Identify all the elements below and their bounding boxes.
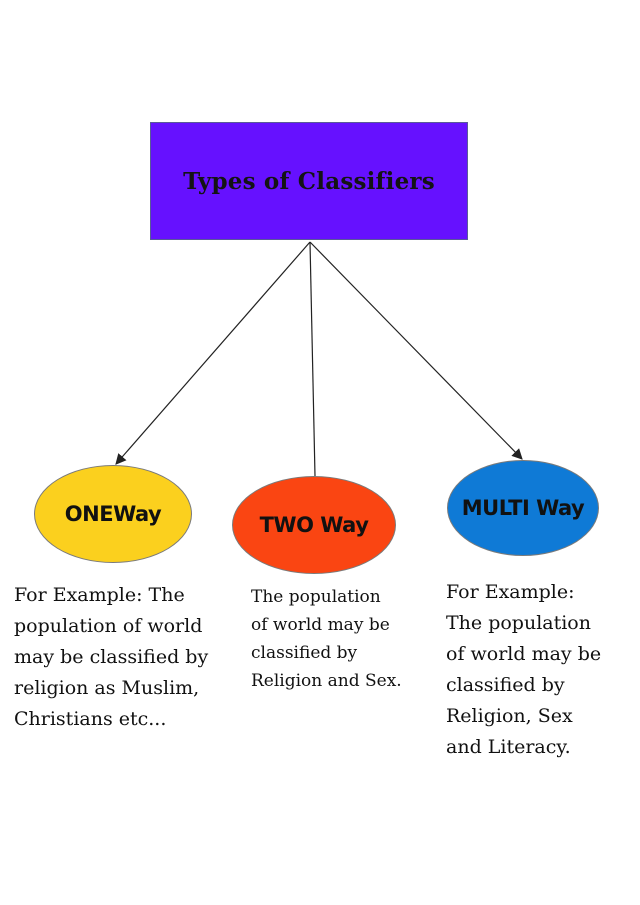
- connector-root-to-multi-way: [309, 241, 523, 460]
- connector-root-to-two-way: [309, 241, 316, 477]
- one-way-node: ONEWay: [34, 465, 192, 563]
- two-way-description: The population of world may be classifie…: [251, 587, 402, 691]
- two-way-node: TWO Way: [232, 476, 396, 574]
- two-way-label: TWO Way: [259, 513, 369, 537]
- root-node-title: Types of Classifiers: [183, 167, 435, 195]
- one-way-label: ONEWay: [64, 502, 162, 526]
- multi-way-label: MULTI Way: [461, 496, 585, 520]
- connector-root-to-one-way: [115, 241, 311, 465]
- multi-way-description: For Example: The population of world may…: [446, 581, 602, 758]
- multi-way-node: MULTI Way: [447, 460, 599, 556]
- one-way-description: For Example: The population of world may…: [14, 584, 209, 730]
- root-node-box: Types of Classifiers: [150, 122, 468, 240]
